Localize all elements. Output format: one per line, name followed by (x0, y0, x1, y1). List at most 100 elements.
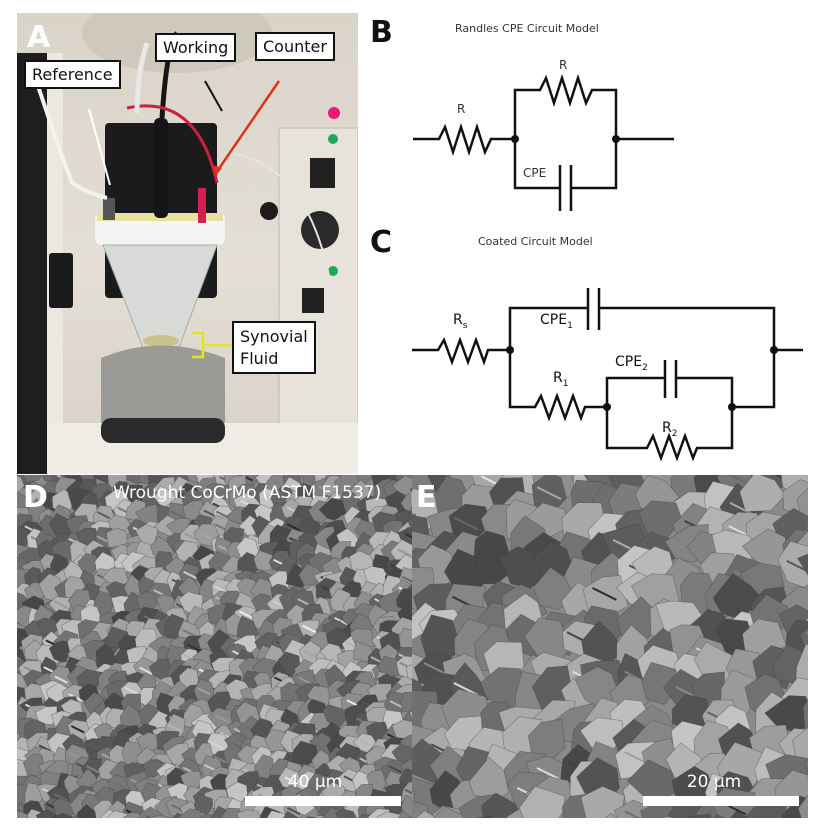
twin-band (774, 475, 783, 479)
twin-band (388, 765, 402, 774)
material-caption: Wrought CoCrMo (ASTM F1537) (113, 483, 382, 503)
twin-band (239, 610, 253, 619)
twin-band (139, 666, 153, 675)
scale-bar-label-d: 40 µm (287, 772, 343, 792)
panel-letter-e: E (416, 480, 437, 515)
scale-bar-d (245, 796, 401, 806)
grain (795, 643, 808, 689)
grain (400, 493, 412, 516)
grain (282, 810, 300, 818)
working-electrode (154, 118, 168, 218)
grain (335, 808, 358, 818)
twin-band (297, 676, 312, 685)
grain (236, 809, 261, 818)
panel-letter-d: D (23, 480, 48, 515)
grain (519, 785, 566, 818)
twin-band (70, 725, 85, 734)
randles-circuit-diagram (413, 73, 674, 211)
twin-band (313, 636, 327, 645)
tubing (134, 42, 150, 114)
twin-band (184, 532, 199, 541)
r2-label-sub: 2 (671, 428, 678, 439)
junction-node (506, 346, 514, 354)
twin-band (210, 741, 224, 750)
grain (433, 805, 464, 818)
grain (77, 803, 97, 818)
parallel-resistor-icon (513, 73, 618, 139)
grain (221, 807, 241, 818)
cpe-label: CPE (523, 166, 547, 180)
synovial-fluid-label: Synovial Fluid (232, 321, 316, 375)
twin-band (592, 587, 617, 601)
counter-cable (126, 104, 219, 184)
junction-node (728, 403, 736, 411)
twin-band (287, 807, 301, 816)
purge-led-icon (328, 266, 338, 276)
grain (22, 475, 42, 483)
twin-band (423, 662, 449, 676)
grain (686, 813, 712, 818)
reference-electrode (103, 198, 115, 220)
grain (17, 475, 25, 495)
grain (713, 814, 726, 818)
jacket-base (101, 418, 225, 443)
twin-band (182, 629, 197, 638)
grain (178, 808, 202, 818)
cpe-element-icon (513, 139, 618, 211)
twin-band (304, 650, 319, 659)
scale-bar-e (643, 796, 799, 806)
rs-label-sub: s (462, 320, 468, 331)
counter-label: Counter (255, 32, 335, 62)
synovial-bracket-icon (192, 331, 231, 359)
panel-e-micrograph: E 20 µm (412, 475, 808, 818)
grain-texture-d (17, 475, 412, 818)
twin-band (397, 548, 412, 557)
cabinet-left-edge (17, 53, 47, 474)
r1-label: R1 (553, 370, 568, 389)
twin-band (196, 687, 211, 696)
synovial-fluid-label-line1: Synovial (240, 327, 308, 346)
grain (22, 753, 47, 777)
twin-band (113, 781, 128, 790)
twin-band (124, 686, 139, 695)
grain (122, 811, 142, 818)
grain (561, 815, 570, 818)
synovial-fluid (143, 335, 179, 347)
twin-band (662, 475, 674, 481)
grain (36, 809, 59, 818)
twin-band (215, 510, 230, 519)
purge-switch (302, 288, 324, 313)
junction-node (603, 403, 611, 411)
cpe2-label-main: CPE (615, 354, 643, 370)
twin-band (213, 755, 228, 764)
twin-band (183, 570, 197, 580)
panel-letter-a: A (27, 20, 51, 55)
cpe1-label-sub: 1 (567, 320, 573, 331)
synovial-fluid-label-line2: Fluid (240, 348, 279, 368)
r1-label-sub: 1 (562, 378, 569, 389)
r-series-label: R (457, 102, 466, 116)
grain (739, 475, 786, 512)
grain (481, 792, 523, 818)
gas-tube (226, 152, 336, 314)
grain (797, 553, 808, 576)
side-latch (49, 253, 73, 308)
twin-band (401, 575, 412, 583)
circuit-b-title: Randles CPE Circuit Model (455, 22, 599, 35)
twin-band (54, 675, 68, 684)
twin-band (286, 523, 301, 532)
grain (253, 550, 276, 572)
grain (580, 785, 625, 818)
grain (400, 691, 412, 714)
working-arrow-icon (204, 80, 223, 112)
grain (405, 664, 412, 682)
junction-node (511, 135, 519, 143)
reference-arrow-icon (88, 108, 111, 186)
grain (397, 811, 412, 818)
twin-band (624, 810, 641, 818)
panel-d-micrograph: D Wrought CoCrMo (ASTM F1537) 40 µm (17, 475, 412, 818)
cpe2-label: CPE2 (615, 354, 648, 373)
rs-label: Rs (453, 312, 467, 331)
grain (797, 794, 808, 818)
grain (804, 758, 808, 774)
